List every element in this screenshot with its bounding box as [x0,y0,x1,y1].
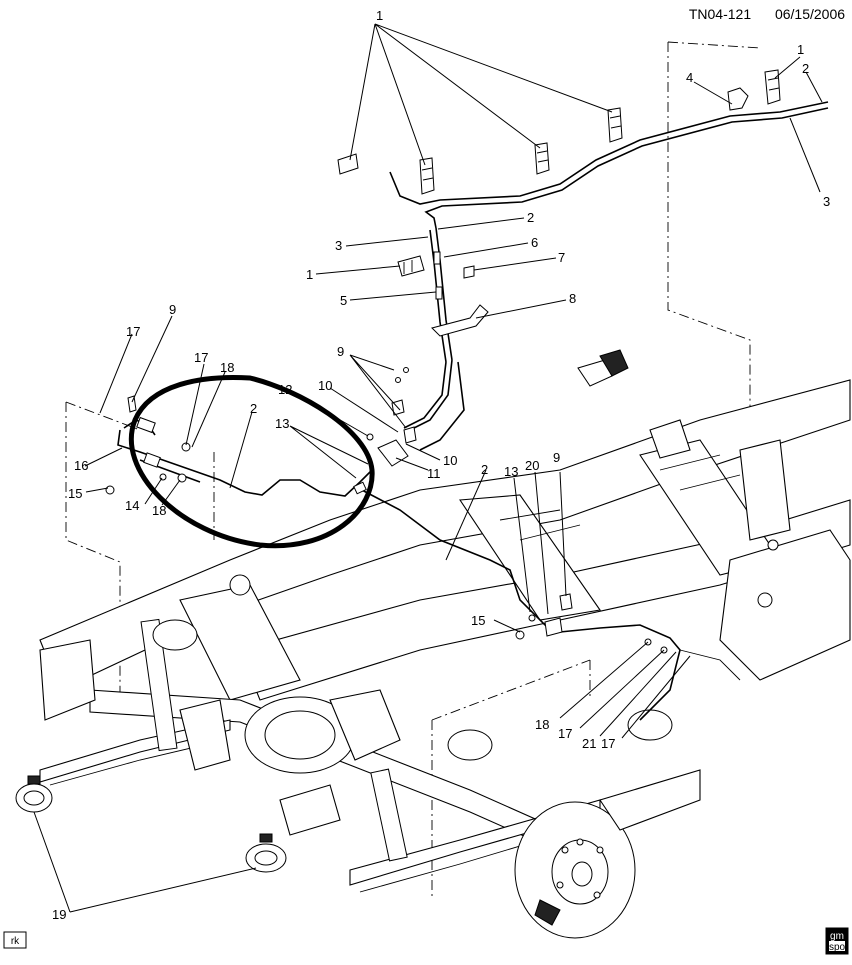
badge-line-1: gm [830,931,844,942]
diagram-header: TN04-121 06/15/2006 [689,6,845,22]
callout-9: 9 [169,302,176,317]
callout-17: 17 [126,324,140,339]
callout-10: 10 [443,453,457,468]
highlight-circle [128,375,375,549]
callout-18: 18 [220,360,234,375]
callout-2: 2 [481,462,488,477]
callout-15: 15 [68,486,82,501]
callout-14: 14 [125,498,139,513]
callout-13: 13 [504,464,518,479]
callout-labels: 1 1 2 4 3 2 3 6 7 1 5 8 9 17 9 17 18 10 … [52,8,830,922]
callout-12: 12 [278,382,292,397]
callout-3: 3 [823,194,830,209]
callout-4: 4 [686,70,693,85]
circled-brake-pipe [105,416,374,497]
diagram-id: TN04-121 [689,6,751,22]
brake-pipe-main [389,101,829,451]
callout-1: 1 [306,267,313,282]
callout-17: 17 [194,350,208,365]
callout-15: 15 [471,613,485,628]
callout-2: 2 [802,61,809,76]
artist-initials: rk [11,936,20,947]
rear-axle-assembly [39,618,701,939]
callout-21: 21 [582,736,596,751]
callout-13: 13 [275,416,289,431]
callout-8: 8 [569,291,576,306]
badge-line-2: spo [829,942,846,953]
callout-7: 7 [558,250,565,265]
callout-17: 17 [558,726,572,741]
callout-19: 19 [52,907,66,922]
callout-3: 3 [335,238,342,253]
callout-9: 9 [553,450,560,465]
callout-1: 1 [376,8,383,23]
artist-box [3,931,27,949]
callout-2: 2 [527,210,534,225]
callout-18: 18 [152,503,166,518]
diagram-footer: rk gm spo [3,927,849,955]
callout-16: 16 [74,458,88,473]
callout-6: 6 [531,235,538,250]
callout-1: 1 [797,42,804,57]
brake-pipe-rear [357,487,741,721]
leader-lines [33,23,823,913]
callout-9: 9 [337,344,344,359]
vehicle-frame [39,379,851,701]
callout-5: 5 [340,293,347,308]
callout-17: 17 [601,736,615,751]
callout-18: 18 [535,717,549,732]
pipe-clips [15,69,781,873]
callout-10: 10 [318,378,332,393]
callout-2: 2 [250,401,257,416]
diagram-date: 06/15/2006 [775,6,845,22]
callout-11: 11 [427,466,441,481]
callout-20: 20 [525,458,539,473]
